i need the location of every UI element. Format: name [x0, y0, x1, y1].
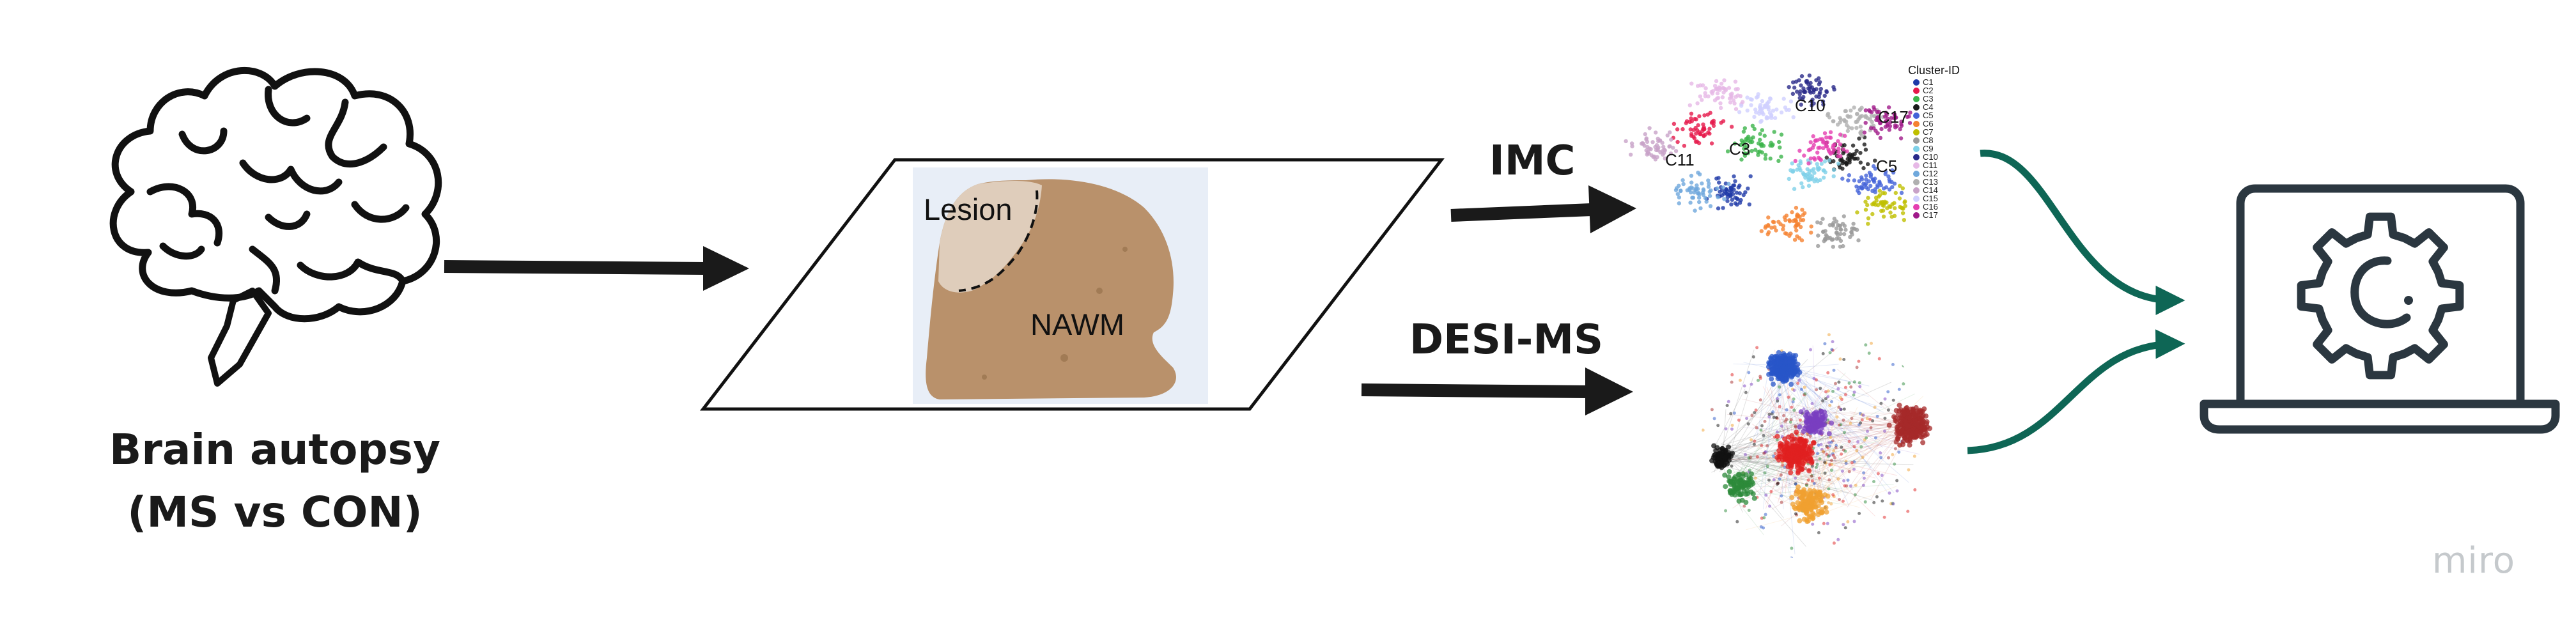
imc-legend-item-c8: C8: [1913, 136, 1934, 144]
laptop-gear-icon: [2200, 184, 2560, 434]
arrow-to-desi: [1361, 367, 1633, 415]
imc-plot-label-c3: C3: [1729, 139, 1751, 158]
imc-cluster-c2: [1671, 111, 1734, 148]
desi-cluster-4: [1789, 484, 1831, 525]
imc-legend-item-c10: C10: [1913, 153, 1938, 161]
imc-legend-item-c6: C6: [1913, 120, 1934, 128]
imc-legend-item-c14: C14: [1913, 186, 1938, 194]
imc-legend-item-c5: C5: [1913, 111, 1934, 120]
desi-cluster-1: [1765, 350, 1803, 387]
imc-legend-item-c12: C12: [1913, 169, 1938, 178]
brain-caption: Brain autopsy (MS vs CON): [51, 419, 499, 544]
imc-cluster-c10: [1787, 73, 1836, 108]
imc-cluster-c3: [1725, 123, 1784, 163]
imc-cluster-c5: [1840, 164, 1904, 196]
imc-legend-item-c9: C9: [1913, 144, 1934, 153]
imc-cluster-c14: [1624, 126, 1679, 162]
imc-cluster-c11: [1688, 78, 1745, 111]
desi-network-plot: [1701, 328, 1934, 561]
imc-cluster-c7: [1855, 183, 1907, 226]
imc-legend-item-c7: C7: [1913, 128, 1934, 136]
imc-legend-item-c4: C4: [1913, 103, 1934, 111]
flow-arrow-desi-to-computer: [1967, 329, 2185, 454]
imc-cluster-c8: [1815, 214, 1861, 249]
imc-plot-label-c5: C5: [1876, 157, 1898, 176]
imc-legend-item-c11: C11: [1913, 161, 1937, 169]
imc-cluster-c13: [1826, 105, 1885, 138]
flow-arrow-imc-to-computer: [1980, 150, 2185, 316]
imc-cluster-c17: [1862, 105, 1913, 141]
lesion-label: Lesion: [924, 192, 1013, 226]
nawm-label: NAWM: [1030, 307, 1125, 341]
gear-icon: [2297, 212, 2464, 380]
imc-legend-item-c1: C1: [1913, 78, 1934, 86]
desi-cluster-6: [1722, 469, 1757, 505]
imc-legend-item-c3: C3: [1913, 95, 1934, 103]
imc-plot-label-c17: C17: [1878, 107, 1909, 127]
imc-umap-plot: [1624, 73, 1913, 249]
imc-legend-item-c16: C16: [1913, 203, 1938, 211]
imc-legend-item-c17: C17: [1913, 211, 1938, 219]
imc-plot-label-c11: C11: [1665, 150, 1695, 169]
imc-legend-title: Cluster-ID: [1908, 64, 1960, 77]
desi-cluster-3: [1774, 429, 1817, 476]
imc-plot-label-c10: C10: [1795, 96, 1826, 115]
desi-cluster-2: [1886, 403, 1934, 448]
imc-legend-item-c13: C13: [1913, 178, 1938, 186]
miro-watermark: miro: [2432, 540, 2515, 582]
imc-cluster-c6: [1759, 205, 1813, 243]
arrow-brain-to-tissue: [444, 246, 749, 291]
tissue-section-image: [913, 167, 1208, 404]
imc-cluster-c16: [1793, 130, 1849, 166]
imc-legend-item-c15: C15: [1913, 194, 1938, 203]
imc-cluster-c9: [1787, 158, 1841, 191]
brain-caption-line2: (MS vs CON): [127, 488, 423, 537]
desi-cluster-7: [1709, 443, 1735, 470]
imc-cluster-c12: [1673, 171, 1731, 213]
brain-icon: [109, 66, 442, 387]
imc-legend-item-c2: C2: [1913, 86, 1934, 95]
imc-label: IMC: [1489, 137, 1576, 185]
desi-ms-label: DESI-MS: [1409, 316, 1604, 364]
arrow-to-imc: [1450, 185, 1636, 233]
desi-cluster-5: [1797, 408, 1835, 437]
brain-caption-line1: Brain autopsy: [109, 425, 440, 474]
imc-cluster-c15: [1737, 92, 1796, 124]
